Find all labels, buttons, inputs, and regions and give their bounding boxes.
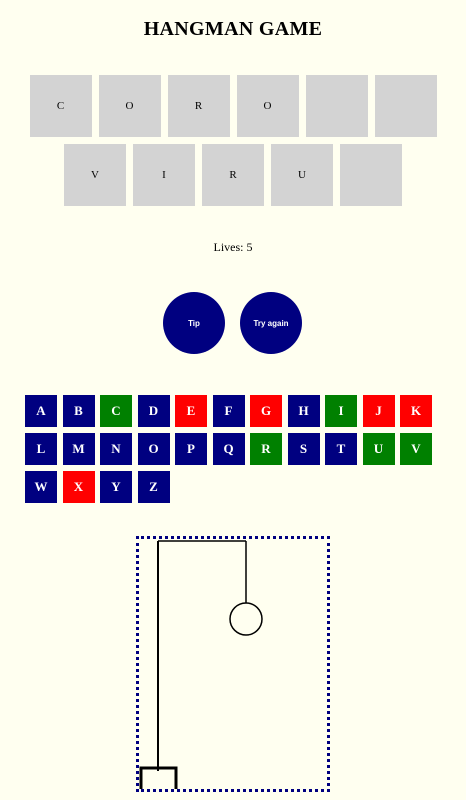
key-r[interactable]: R: [250, 433, 282, 465]
lives-counter: Lives: 5: [213, 240, 253, 254]
key-w[interactable]: W: [25, 471, 57, 503]
letter-slot: U: [271, 144, 333, 206]
key-j[interactable]: J: [362, 395, 395, 427]
key-e[interactable]: E: [175, 395, 207, 427]
letter-slot: O: [236, 75, 299, 137]
key-u[interactable]: U: [362, 433, 395, 465]
key-p[interactable]: P: [175, 433, 207, 465]
key-b[interactable]: B: [62, 395, 95, 427]
tip-button[interactable]: Tip: [163, 292, 225, 354]
key-h[interactable]: H: [287, 395, 320, 427]
letter-slot: [374, 75, 437, 137]
key-x[interactable]: X: [62, 471, 95, 503]
page-title: HANGMAN GAME: [143, 18, 323, 40]
letter-slot: [305, 75, 368, 137]
key-c[interactable]: C: [100, 395, 132, 427]
hangman-figure: [139, 540, 263, 789]
key-z[interactable]: Z: [137, 471, 170, 503]
key-f[interactable]: F: [212, 395, 245, 427]
letter-slot: V: [64, 144, 126, 206]
key-q[interactable]: Q: [212, 433, 245, 465]
letter-slot: R: [167, 75, 230, 137]
key-v[interactable]: V: [400, 433, 432, 465]
key-n[interactable]: N: [100, 433, 132, 465]
key-g[interactable]: G: [250, 395, 282, 427]
hangman-drawing-area: [136, 536, 330, 792]
key-i[interactable]: I: [325, 395, 357, 427]
letter-slot: I: [133, 144, 195, 206]
key-a[interactable]: A: [25, 395, 57, 427]
key-y[interactable]: Y: [100, 471, 132, 503]
letter-slot: [340, 144, 402, 206]
word-row-2: V I R U: [0, 144, 466, 206]
key-o[interactable]: O: [137, 433, 170, 465]
key-s[interactable]: S: [287, 433, 320, 465]
try-again-button[interactable]: Try again: [240, 292, 302, 354]
key-t[interactable]: T: [325, 433, 357, 465]
key-m[interactable]: M: [62, 433, 95, 465]
letter-slot: O: [98, 75, 161, 137]
key-l[interactable]: L: [25, 433, 57, 465]
letter-slot: C: [29, 75, 92, 137]
hangman-head: [229, 602, 263, 636]
key-d[interactable]: D: [137, 395, 170, 427]
word-row-1: C O R O: [0, 75, 466, 137]
gallows-base: [139, 766, 178, 789]
letter-slot: R: [202, 144, 264, 206]
key-k[interactable]: K: [400, 395, 432, 427]
